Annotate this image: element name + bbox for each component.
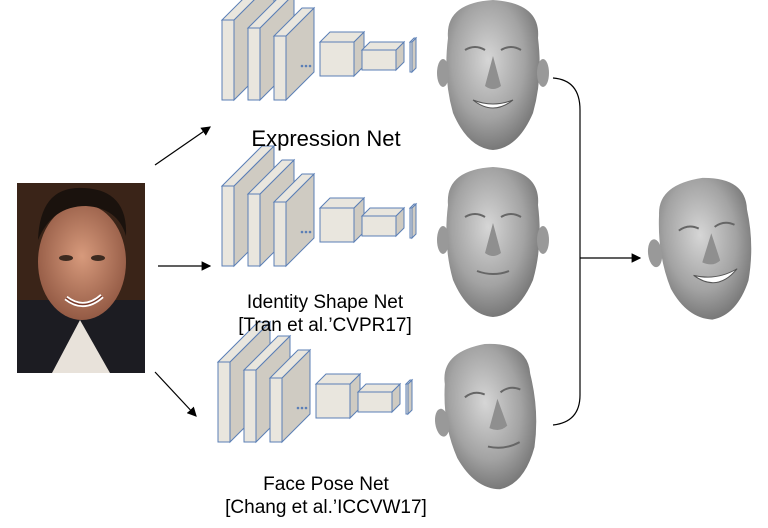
arrow-to-pose	[154, 371, 197, 417]
expression-net-diagram	[220, 0, 418, 102]
fc-layer	[404, 378, 414, 416]
face-mesh-rotated-icon	[434, 343, 537, 490]
conv-block	[318, 30, 366, 78]
conv-layer	[272, 172, 316, 268]
pose-net-diagram	[216, 320, 414, 444]
conv-block	[314, 372, 362, 420]
fc-layer	[408, 36, 418, 74]
conv-block	[360, 206, 406, 238]
face-mesh-neutral-icon	[437, 167, 549, 317]
expression-net-label: Expression Net	[216, 126, 436, 152]
pose-net-title: Face Pose Net	[263, 474, 389, 495]
ellipsis-dot	[300, 230, 304, 234]
face-mesh-smiling-icon	[437, 0, 549, 150]
ellipsis-dot	[308, 230, 312, 234]
conv-layer	[268, 348, 312, 444]
ellipsis-dot	[304, 406, 308, 410]
conv-block	[360, 40, 406, 72]
ellipsis-dot	[300, 64, 304, 68]
expression-net-title: Expression Net	[251, 126, 401, 151]
face-photo-icon	[17, 183, 145, 373]
conv-layer	[272, 6, 316, 102]
fc-layer	[408, 202, 418, 240]
ellipsis-dot	[304, 64, 308, 68]
face-mesh-combined-icon	[647, 177, 752, 320]
merge-bracket	[552, 77, 581, 426]
pose-net-label: Face Pose Net [Chang et al.’ICCVW17]	[196, 474, 456, 520]
pose-net-citation: [Chang et al.’ICCVW17]	[225, 496, 427, 518]
identity-net-label: Identity Shape Net [Tran et al.’CVPR17]	[205, 292, 445, 338]
conv-block	[356, 382, 402, 414]
ellipsis-dot	[300, 406, 304, 410]
identity-net-title: Identity Shape Net	[246, 292, 404, 313]
ellipsis-dot	[308, 64, 312, 68]
ellipsis-dot	[304, 230, 308, 234]
conv-block	[318, 196, 366, 244]
identity-net-citation: [Tran et al.’CVPR17]	[238, 314, 412, 336]
arrow-to-expression	[154, 126, 211, 166]
identity-net-diagram	[220, 144, 418, 268]
ellipsis-dot	[296, 406, 300, 410]
